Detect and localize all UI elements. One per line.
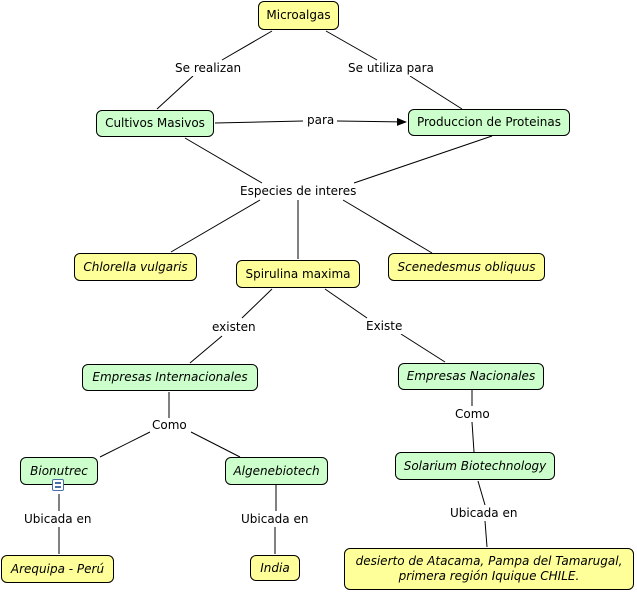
concept-label-line1: desierto de Atacama, Pampa del Tamarugal…	[355, 554, 623, 568]
concept-label: Scenedesmus obliquus	[397, 259, 536, 274]
concept-desierto-atacama[interactable]: desierto de Atacama, Pampa del Tamarugal…	[344, 548, 634, 590]
link-ubicada-en-algenebiotech: Ubicada en	[239, 512, 311, 527]
concept-arequipa-peru[interactable]: Arequipa - Perú	[1, 555, 114, 583]
concept-solarium-biotechnology[interactable]: Solarium Biotechnology	[395, 452, 555, 480]
link-como-nacionales: Como	[453, 407, 492, 422]
concept-india[interactable]: India	[250, 555, 300, 581]
concept-produccion-proteinas[interactable]: Produccion de Proteinas	[408, 109, 570, 136]
link-existe: Existe	[364, 319, 405, 334]
concept-empresas-nacionales[interactable]: Empresas Nacionales	[398, 363, 544, 390]
concept-label: Arequipa - Perú	[10, 561, 105, 576]
link-para: para	[305, 113, 337, 128]
concept-label: Empresas Internacionales	[92, 370, 248, 384]
concept-label: Bionutrec	[30, 463, 88, 478]
concept-scenedesmus-obliquus[interactable]: Scenedesmus obliquus	[388, 253, 545, 281]
document-icon[interactable]	[52, 479, 64, 491]
concept-label: Produccion de Proteinas	[416, 115, 562, 129]
link-ubicada-en-bionutrec: Ubicada en	[22, 512, 94, 527]
link-ubicada-en-solarium: Ubicada en	[448, 506, 520, 521]
link-existen: existen	[210, 320, 258, 335]
concept-cultivos-masivos[interactable]: Cultivos Masivos	[96, 110, 214, 137]
link-se-realizan: Se realizan	[173, 61, 244, 76]
concept-label: Microalgas	[266, 8, 331, 22]
concept-label: India	[260, 560, 290, 575]
concept-algenebiotech[interactable]: Algenebiotech	[225, 457, 328, 485]
link-se-utiliza-para: Se utiliza para	[346, 61, 436, 76]
link-como-internacionales: Como	[150, 418, 189, 433]
concept-chlorella-vulgaris[interactable]: Chlorella vulgaris	[74, 253, 197, 281]
concept-empresas-internacionales[interactable]: Empresas Internacionales	[82, 364, 258, 391]
concept-label: Empresas Nacionales	[406, 369, 536, 383]
link-especies-de-interes: Especies de interes	[238, 184, 359, 199]
concept-label: Spirulina maxima	[245, 266, 351, 281]
concept-microalgas[interactable]: Microalgas	[258, 1, 339, 30]
concept-label: Algenebiotech	[233, 463, 320, 478]
concept-spirulina-maxima[interactable]: Spirulina maxima	[236, 260, 360, 288]
concept-label-line2: primera región Iquique CHILE.	[398, 569, 580, 583]
concept-label: Cultivos Masivos	[105, 116, 205, 130]
concept-label: Chlorella vulgaris	[83, 259, 188, 274]
concept-label: Solarium Biotechnology	[403, 458, 547, 473]
